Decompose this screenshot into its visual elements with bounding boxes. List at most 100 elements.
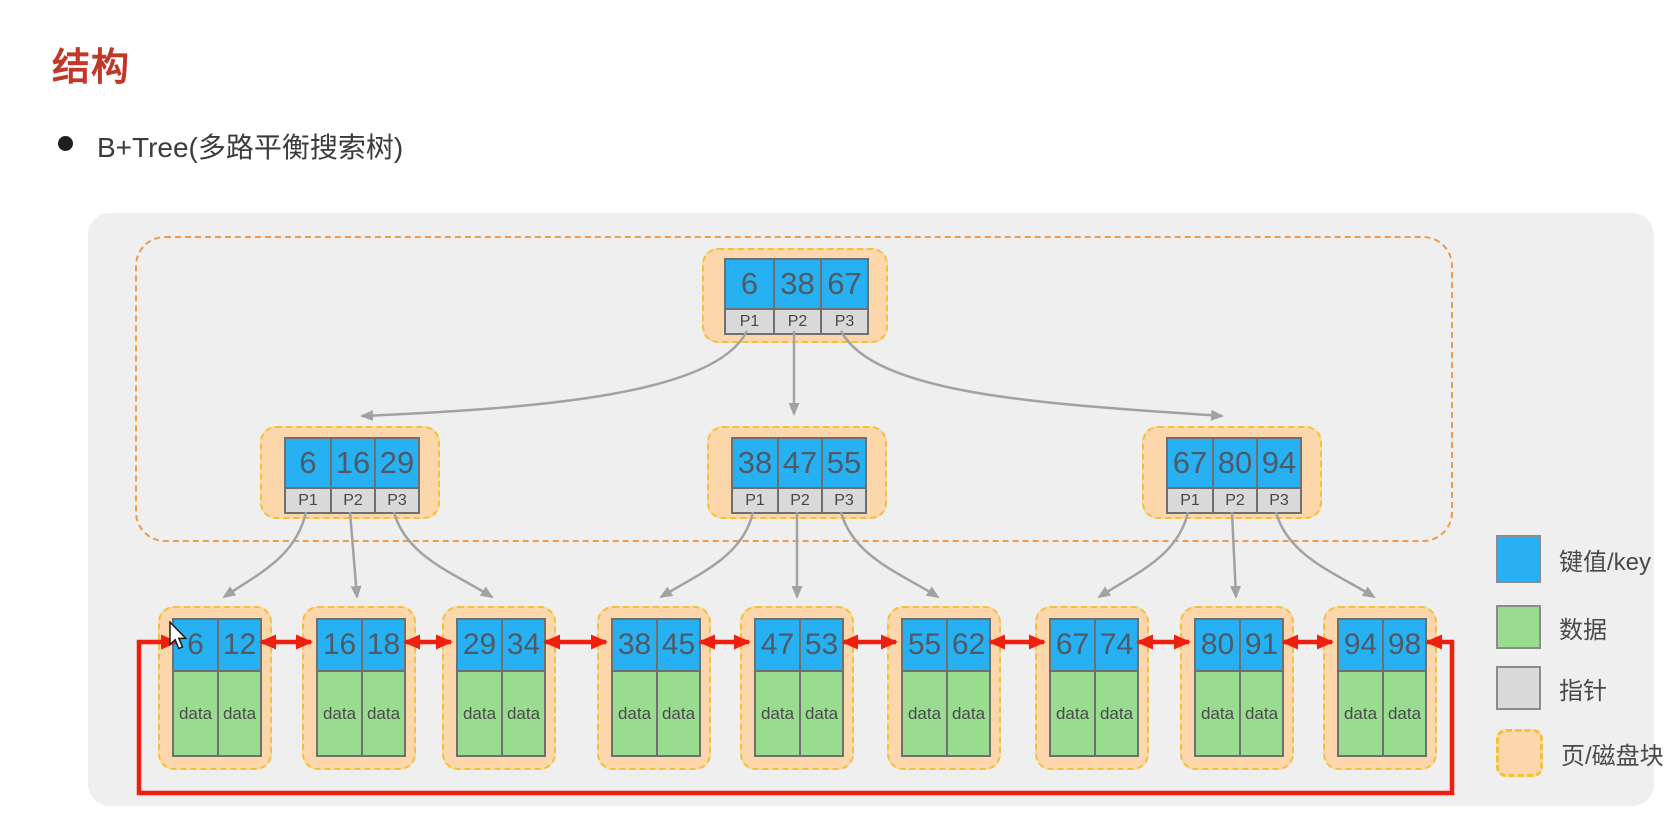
key-cell: 55: [821, 439, 865, 487]
internal-page-box: 6 16 29 P1 P2 P3: [260, 426, 440, 519]
leaf-page-box: 29 34 data data: [442, 606, 556, 770]
data-cell: data: [1339, 670, 1382, 755]
key-cell: 98: [1382, 620, 1425, 670]
legend-item-page: 页/磁盘块: [1496, 729, 1664, 777]
pointer-cell: P3: [821, 487, 865, 512]
legend-item-key: 键值/key: [1496, 535, 1651, 583]
bullet-text: B+Tree(多路平衡搜索树): [97, 132, 404, 163]
leaf-page-box: 16 18 data data: [302, 606, 416, 770]
leaf-page-box: 94 98 data data: [1323, 606, 1437, 770]
page-swatch: [1496, 729, 1543, 777]
key-cell: 67: [820, 260, 867, 308]
pointer-swatch: [1496, 666, 1541, 710]
leaf-node: 29 34 data data: [456, 618, 546, 757]
internal-node: 38 47 55 P1 P2 P3: [731, 437, 867, 514]
data-cell: data: [799, 670, 842, 755]
data-cell: data: [501, 670, 544, 755]
key-cell: 38: [773, 260, 820, 308]
key-cell: 38: [733, 439, 777, 487]
key-cell: 38: [613, 620, 656, 670]
data-cell: data: [458, 670, 501, 755]
leaf-node: 47 53 data data: [754, 618, 844, 757]
data-cell: data: [217, 670, 260, 755]
pointer-cell: P1: [726, 308, 773, 333]
data-cell: data: [946, 670, 989, 755]
data-cell: data: [318, 670, 361, 755]
root-page-box: 6 38 67 P1 P2 P3: [702, 248, 888, 343]
key-cell: 29: [374, 439, 418, 487]
internal-page-box: 67 80 94 P1 P2 P3: [1142, 426, 1322, 519]
key-cell: 55: [903, 620, 946, 670]
legend-label: 数据: [1559, 616, 1607, 644]
data-cell: data: [361, 670, 404, 755]
pointer-cell: P2: [773, 308, 820, 333]
leaf-page-box: 47 53 data data: [740, 606, 854, 770]
internal-node: 67 80 94 P1 P2 P3: [1166, 437, 1302, 514]
key-swatch: [1496, 535, 1541, 583]
data-cell: data: [656, 670, 699, 755]
pointer-cell: P1: [733, 487, 777, 512]
data-cell: data: [1051, 670, 1094, 755]
pointer-cell: P3: [1256, 487, 1300, 512]
leaf-node: 55 62 data data: [901, 618, 991, 757]
leaf-node: 94 98 data data: [1337, 618, 1427, 757]
bullet-item: B+Tree(多路平衡搜索树): [58, 126, 403, 166]
key-cell: 91: [1239, 620, 1282, 670]
root-node: 6 38 67 P1 P2 P3: [724, 258, 869, 335]
key-cell: 67: [1051, 620, 1094, 670]
page-title: 结构: [52, 47, 131, 89]
legend-label: 键值/key: [1559, 548, 1652, 576]
leaf-page-box: 38 45 data data: [597, 606, 711, 770]
leaf-node: 80 91 data data: [1194, 618, 1284, 757]
leaf-node: 16 18 data data: [316, 618, 406, 757]
data-cell: data: [903, 670, 946, 755]
pointer-cell: P3: [820, 308, 867, 333]
internal-page-box: 38 47 55 P1 P2 P3: [707, 426, 887, 519]
key-cell: 34: [501, 620, 544, 670]
key-cell: 62: [946, 620, 989, 670]
data-cell: data: [613, 670, 656, 755]
leaf-node: 67 74 data data: [1049, 618, 1139, 757]
key-cell: 53: [799, 620, 842, 670]
key-cell: 16: [330, 439, 374, 487]
key-cell: 74: [1094, 620, 1137, 670]
internal-node: 6 16 29 P1 P2 P3: [284, 437, 420, 514]
key-cell: 67: [1168, 439, 1212, 487]
key-cell: 47: [756, 620, 799, 670]
pointer-cell: P2: [330, 487, 374, 512]
legend-label: 指针: [1559, 677, 1607, 705]
data-cell: data: [174, 670, 217, 755]
key-cell: 29: [458, 620, 501, 670]
key-cell: 6: [726, 260, 773, 308]
key-cell: 94: [1256, 439, 1300, 487]
data-cell: data: [1196, 670, 1239, 755]
key-cell: 12: [217, 620, 260, 670]
mouse-cursor: [169, 621, 188, 650]
key-cell: 47: [777, 439, 821, 487]
key-cell: 80: [1196, 620, 1239, 670]
key-cell: 16: [318, 620, 361, 670]
key-cell: 45: [656, 620, 699, 670]
pointer-cell: P3: [374, 487, 418, 512]
key-cell: 80: [1212, 439, 1256, 487]
leaf-page-box: 55 62 data data: [887, 606, 1001, 770]
data-cell: data: [1094, 670, 1137, 755]
data-cell: data: [1382, 670, 1425, 755]
pointer-cell: P2: [1212, 487, 1256, 512]
data-cell: data: [1239, 670, 1282, 755]
bullet-icon: [58, 136, 73, 151]
legend-item-data: 数据: [1496, 605, 1607, 649]
leaf-page-box: 80 91 data data: [1180, 606, 1294, 770]
data-swatch: [1496, 605, 1541, 649]
leaf-page-box: 67 74 data data: [1035, 606, 1149, 770]
key-cell: 94: [1339, 620, 1382, 670]
pointer-cell: P2: [777, 487, 821, 512]
pointer-cell: P1: [1168, 487, 1212, 512]
key-cell: 6: [286, 439, 330, 487]
leaf-node: 38 45 data data: [611, 618, 701, 757]
legend-item-pointer: 指针: [1496, 666, 1607, 710]
data-cell: data: [756, 670, 799, 755]
key-cell: 18: [361, 620, 404, 670]
index-region-outline: [135, 236, 1453, 542]
